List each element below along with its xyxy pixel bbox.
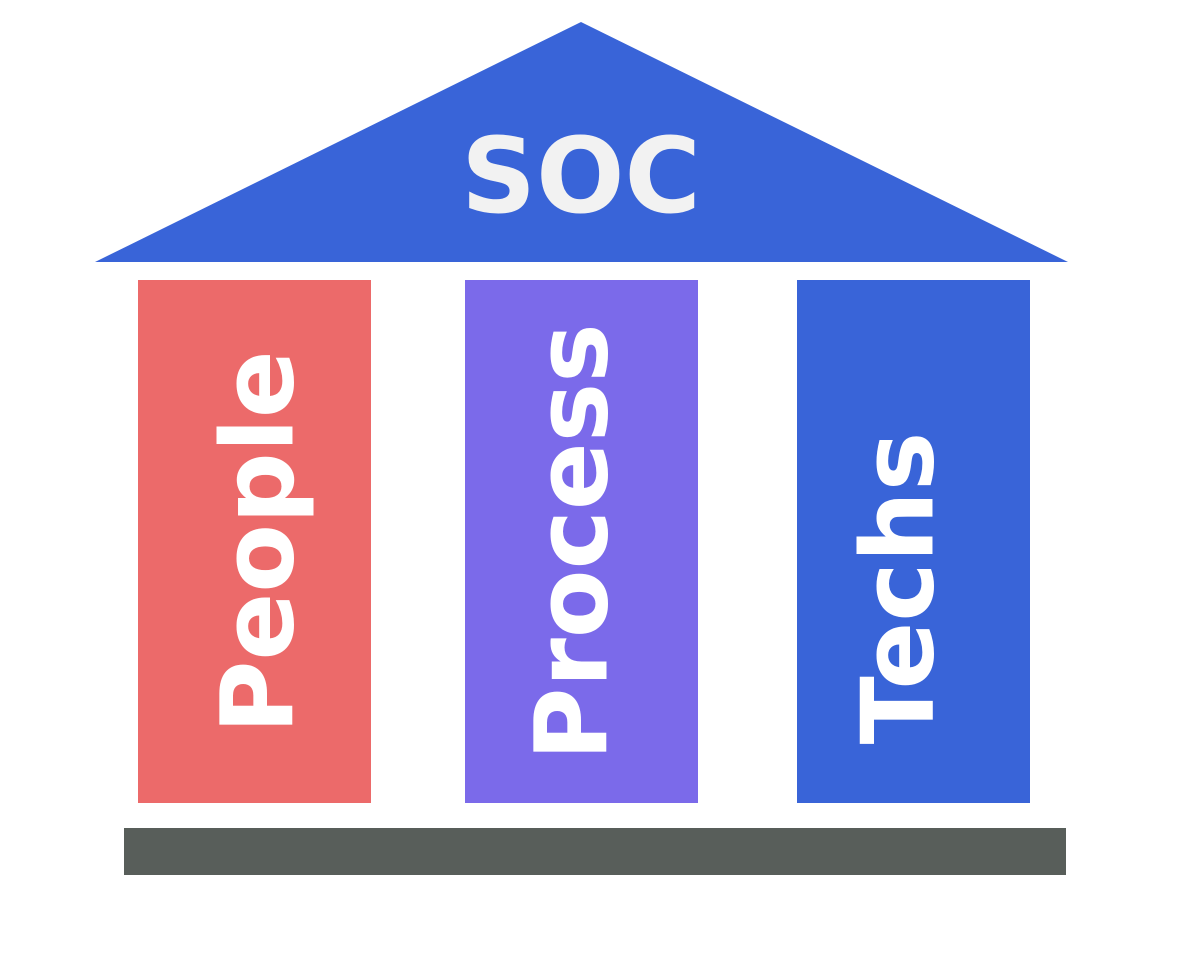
roof-label: SOC — [461, 115, 701, 237]
pillar-people-label: People — [200, 350, 317, 734]
pillar-techs-label: Techs — [840, 432, 957, 745]
pillar-techs — [797, 280, 1030, 803]
base-platform — [124, 828, 1066, 875]
pillar-process — [465, 280, 698, 803]
pillar-people — [138, 280, 371, 803]
roof-triangle — [95, 22, 1068, 262]
pillar-process-label: Process — [514, 323, 631, 760]
